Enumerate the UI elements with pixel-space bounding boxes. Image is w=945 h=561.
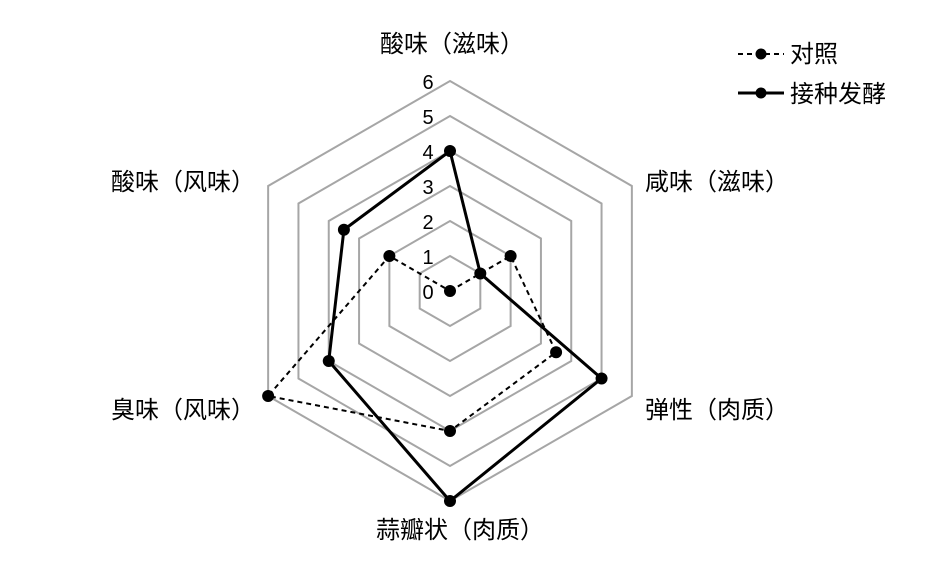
legend-label-control: 对照	[790, 40, 838, 68]
series-0-point-3	[444, 425, 456, 437]
axis-label-salty-taste: 咸味（滋味）	[645, 168, 789, 196]
axis-label-elasticity: 弹性（肉质）	[645, 396, 789, 424]
radar-tick-labels: 0 1 2 3 4 5 6	[422, 72, 433, 304]
series-0-point-5	[383, 250, 396, 262]
grid-ring-5	[297, 114, 603, 468]
legend-label-inoculated: 接种发酵	[790, 80, 886, 108]
legend-marker-inoculated	[755, 87, 767, 99]
tick-label-1: 1	[422, 247, 433, 269]
series-1	[322, 145, 608, 507]
series-1-point-3	[444, 495, 456, 507]
grid-ring-3	[358, 184, 542, 398]
legend-item-inoculated: 接种发酵	[738, 80, 886, 108]
series-1-point-0	[444, 145, 456, 157]
axis-label-sour-taste: 酸味（滋味）	[380, 30, 524, 58]
series-0-point-0	[444, 285, 456, 297]
series-line-0	[266, 254, 558, 433]
series-1-point-4	[322, 355, 335, 367]
radar-axis-labels: 酸味（滋味） 咸味（滋味） 弹性（肉质） 蒜瓣状（肉质） 臭味（风味） 酸味（风…	[111, 30, 789, 544]
tick-label-6: 6	[422, 72, 433, 94]
tick-label-2: 2	[422, 212, 433, 234]
legend-marker-control	[755, 48, 767, 60]
series-1-point-1	[474, 267, 487, 280]
tick-label-0: 0	[422, 282, 433, 304]
series-0	[262, 250, 563, 437]
series-0-point-4	[262, 390, 275, 402]
series-1-point-5	[337, 223, 350, 236]
series-0-point-2	[550, 346, 563, 359]
tick-label-3: 3	[422, 177, 433, 199]
legend-item-control: 对照	[738, 40, 838, 68]
series-line-1	[327, 148, 604, 504]
axis-label-flakiness: 蒜瓣状（肉质）	[376, 516, 544, 544]
legend: 对照 接种发酵	[738, 40, 886, 108]
series-1-point-2	[595, 372, 608, 385]
tick-label-4: 4	[422, 142, 433, 164]
series-0-point-1	[504, 250, 517, 262]
tick-label-5: 5	[422, 107, 433, 129]
radar-series	[262, 145, 608, 507]
axis-label-sour-flavor: 酸味（风味）	[111, 168, 255, 196]
axis-label-stinky-flavor: 臭味（风味）	[111, 396, 255, 424]
